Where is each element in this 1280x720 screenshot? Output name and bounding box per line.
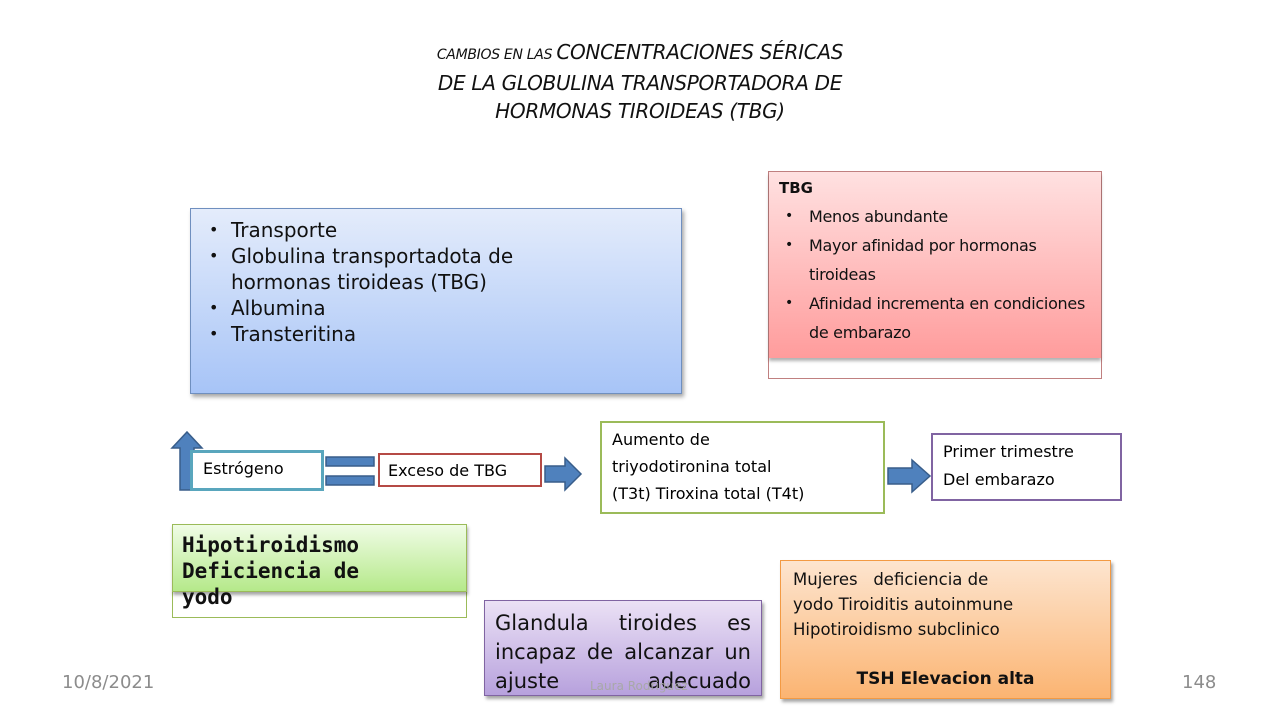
aumento-line-1: Aumento de: [612, 430, 710, 449]
aumento-line-2: triyodotironina total: [612, 457, 772, 476]
transport-box: Transporte Globulina transportadota de h…: [190, 208, 682, 394]
title-line-1-prefix: CAMBIOS EN LAS: [436, 47, 557, 63]
slide-title: CAMBIOS EN LAS CONCENTRACIONES SÉRICAS D…: [300, 38, 980, 125]
transport-item: Transporte: [203, 217, 561, 243]
title-line-1-main: CONCENTRACIONES SÉRICAS: [556, 40, 844, 64]
glandula-box: Glandula tiroides es incapaz de alcanzar…: [484, 600, 762, 696]
footer-page-number: 148: [1182, 672, 1217, 693]
primer-line-1: Primer trimestre: [943, 442, 1074, 461]
hipo-line-2: Deficiencia de: [182, 559, 360, 583]
hipo-line-1: Hipotiroidismo: [182, 533, 360, 557]
tbg-list: Menos abundante Mayor afinidad por hormo…: [779, 202, 1091, 347]
mujeres-line-1: Mujeres deficiencia de: [793, 570, 989, 589]
transport-item: Transteritina: [203, 321, 561, 347]
tbg-title: TBG: [779, 179, 813, 197]
equals-connector-icon: [325, 456, 375, 486]
right-arrow-icon: [544, 456, 583, 492]
tbg-box: TBG Menos abundante Mayor afinidad por h…: [769, 172, 1101, 358]
mujeres-line-3: Hipotiroidismo subclinico: [793, 620, 1000, 639]
tbg-item: Afinidad incrementa en condiciones de em…: [779, 289, 1091, 347]
mujeres-box: Mujeres deficiencia de yodo Tiroiditis a…: [780, 560, 1111, 699]
tbg-item: Mayor afinidad por hormonas tiroideas: [779, 231, 1091, 289]
aumento-line-3: (T3t) Tiroxina total (T4t): [612, 484, 805, 503]
title-line-3: HORMONAS TIROIDEAS (TBG): [495, 99, 785, 123]
hipotiroidismo-box: [172, 524, 467, 592]
estrogeno-box: Estrógeno: [190, 450, 324, 491]
exceso-tbg-label: Exceso de TBG: [388, 461, 508, 480]
aumento-box: Aumento de triyodotironina total (T3t) T…: [600, 421, 885, 514]
transport-item: Globulina transportadota de hormonas tir…: [203, 243, 561, 295]
hipo-line-3: yodo: [182, 585, 233, 609]
estrogeno-label: Estrógeno: [203, 459, 284, 478]
exceso-tbg-box: Exceso de TBG: [378, 453, 542, 487]
transport-list: Transporte Globulina transportadota de h…: [203, 217, 669, 347]
glandula-text: Glandula tiroides es incapaz de alcanzar…: [495, 611, 751, 693]
transport-item: Albumina: [203, 295, 561, 321]
footer-author: Laura Rodriguez: [590, 679, 688, 693]
tbg-item: Menos abundante: [779, 202, 1091, 231]
tsh-label: TSH Elevacion alta: [856, 669, 1035, 689]
hipotiroidismo-text: Hipotiroidismo Deficiencia de yodo: [182, 532, 462, 610]
footer-date: 10/8/2021: [62, 672, 155, 693]
primer-line-2: Del embarazo: [943, 470, 1055, 489]
up-arrow-icon: [170, 430, 204, 491]
title-line-2: DE LA GLOBULINA TRANSPORTADORA DE: [437, 71, 843, 95]
mujeres-line-2: yodo Tiroiditis autoinmune: [793, 595, 1014, 614]
primer-trimestre-box: Primer trimestre Del embarazo: [931, 433, 1122, 501]
right-arrow-icon: [887, 458, 932, 494]
title-line-1: CAMBIOS EN LAS CONCENTRACIONES SÉRICAS: [300, 38, 980, 69]
